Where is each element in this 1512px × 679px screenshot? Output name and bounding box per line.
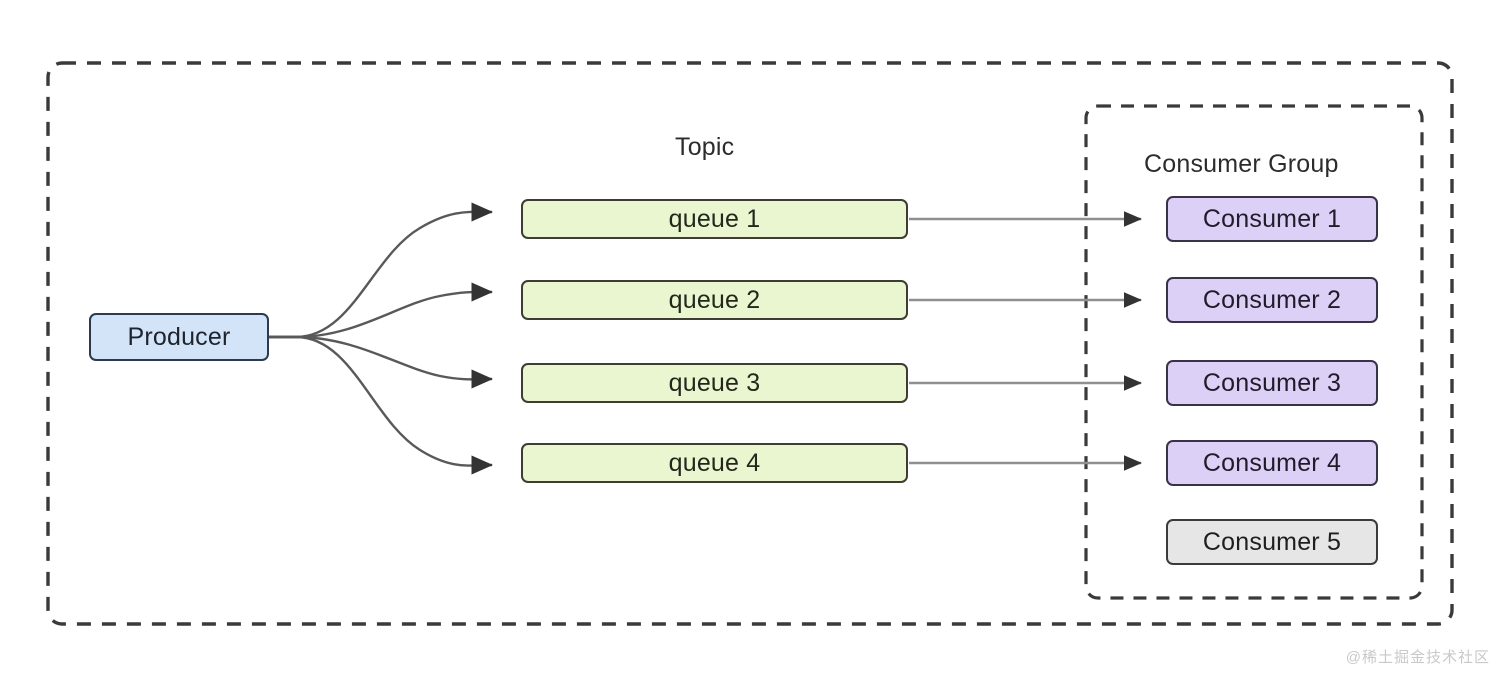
consumer-label-2: Consumer 2 bbox=[1202, 285, 1342, 314]
consumer-group-label: Consumer Group bbox=[1144, 150, 1339, 178]
consumer-label-3: Consumer 3 bbox=[1202, 368, 1342, 397]
consumer-node-4[interactable]: Consumer 4 bbox=[1166, 440, 1378, 486]
queue-node-3[interactable]: queue 3 bbox=[521, 363, 908, 403]
topic-label: Topic bbox=[675, 133, 735, 161]
queue-label-2: queue 2 bbox=[668, 285, 761, 314]
queue-label-3: queue 3 bbox=[668, 368, 761, 397]
consumer-label-1: Consumer 1 bbox=[1202, 204, 1342, 233]
producer-label: Producer bbox=[127, 322, 231, 351]
edge-producer-to-queue-1 bbox=[269, 202, 493, 339]
queue-node-1[interactable]: queue 1 bbox=[521, 199, 908, 239]
consumer-node-1[interactable]: Consumer 1 bbox=[1166, 196, 1378, 242]
outer-dashed-boundary bbox=[46, 61, 1454, 626]
consumer-group-dashed-boundary bbox=[1084, 104, 1424, 600]
producer-node[interactable]: Producer bbox=[89, 313, 269, 361]
edge-producer-to-queue-2 bbox=[269, 282, 493, 339]
edge-producer-to-queue-3 bbox=[269, 335, 493, 389]
queue-label-4: queue 4 bbox=[668, 448, 761, 477]
queue-label-1: queue 1 bbox=[668, 204, 761, 233]
consumer-label-5: Consumer 5 bbox=[1202, 527, 1342, 556]
consumer-node-5[interactable]: Consumer 5 bbox=[1166, 519, 1378, 565]
queue-node-2[interactable]: queue 2 bbox=[521, 280, 908, 320]
consumer-label-4: Consumer 4 bbox=[1202, 448, 1342, 477]
queue-node-4[interactable]: queue 4 bbox=[521, 443, 908, 483]
edge-producer-to-queue-4 bbox=[269, 335, 493, 475]
consumer-node-2[interactable]: Consumer 2 bbox=[1166, 277, 1378, 323]
watermark: @稀土掘金技术社区 bbox=[1345, 649, 1490, 666]
consumer-node-3[interactable]: Consumer 3 bbox=[1166, 360, 1378, 406]
